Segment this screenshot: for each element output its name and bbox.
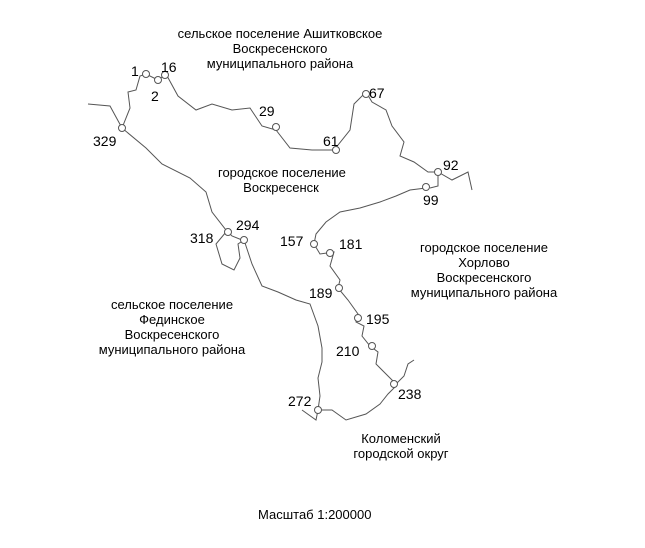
point-marker-29 <box>272 123 280 131</box>
region-label-voskresensk: городское поселение Воскресенск <box>218 165 346 195</box>
point-marker-329 <box>118 124 126 132</box>
region-line: муниципального района <box>410 285 558 300</box>
boundary-272-238 <box>318 385 397 421</box>
point-label: 99 <box>423 192 439 208</box>
region-line: городское поселение <box>420 240 548 255</box>
point-labels: 1 2 16 29 61 67 92 99 157 181 189 195 21… <box>93 59 459 409</box>
boundary-157-238 <box>313 243 415 385</box>
boundary-99-157 <box>313 187 427 245</box>
boundary-fedino-bump <box>215 231 245 271</box>
region-line: муниципального района <box>98 342 246 357</box>
region-line: сельское поселение Ашитковское <box>177 26 383 41</box>
point-marker-99 <box>422 183 430 191</box>
point-marker-272 <box>314 406 322 414</box>
point-marker-157 <box>310 240 318 248</box>
point-label: 238 <box>398 386 422 402</box>
point-marker-16 <box>161 71 169 79</box>
point-label: 329 <box>93 133 117 149</box>
region-line: городское поселение <box>218 165 346 180</box>
point-marker-2 <box>154 76 162 84</box>
point-marker-61 <box>332 146 340 154</box>
point-marker-294 <box>240 236 248 244</box>
point-label: 157 <box>280 233 304 249</box>
boundary-north <box>87 73 473 191</box>
point-marker-67 <box>362 90 370 98</box>
point-label: 2 <box>151 88 159 104</box>
point-label: 92 <box>443 157 459 173</box>
point-marker-1 <box>142 70 150 78</box>
region-label-khorlovo: городское поселение Хорлово Воскресенско… <box>400 240 568 300</box>
region-label-ashitkovo: сельское поселение Ашитковское Воскресен… <box>166 26 394 71</box>
region-line: Воскресенск <box>243 180 319 195</box>
point-label: 181 <box>339 236 363 252</box>
point-label: 210 <box>336 343 360 359</box>
region-line: муниципального района <box>206 56 354 71</box>
point-label: 195 <box>366 311 390 327</box>
point-marker-238 <box>390 380 398 388</box>
point-label: 189 <box>309 285 333 301</box>
region-line: сельское поселение <box>110 297 234 312</box>
point-label: 272 <box>288 393 312 409</box>
point-marker-92 <box>434 168 442 176</box>
point-markers <box>118 70 442 414</box>
region-line: Воскресенского <box>232 41 328 56</box>
region-line: Хорлово <box>458 255 510 270</box>
point-label: 1 <box>131 63 139 79</box>
point-label: 16 <box>161 59 177 75</box>
point-marker-318 <box>224 228 232 236</box>
region-line: Воскресенского <box>124 327 220 342</box>
point-marker-181 <box>326 249 334 257</box>
region-line: городской округ <box>353 446 449 461</box>
boundary-92-tail <box>429 172 439 189</box>
point-label: 318 <box>190 230 214 246</box>
point-label: 29 <box>259 103 275 119</box>
region-label-kolomna: Коломенский городской округ <box>348 431 454 461</box>
point-label: 294 <box>236 217 260 233</box>
region-line: Фединское <box>139 312 205 327</box>
region-line: Воскресенского <box>436 270 532 285</box>
boundary-294-272 <box>243 239 323 421</box>
point-marker-210 <box>368 342 376 350</box>
point-marker-189 <box>335 284 343 292</box>
map-scale: Масштаб 1:200000 <box>258 507 372 522</box>
point-label: 67 <box>369 85 385 101</box>
point-label: 61 <box>323 133 339 149</box>
point-marker-195 <box>354 314 362 322</box>
region-line: Коломенский <box>361 431 441 446</box>
region-label-fedino: сельское поселение Фединское Воскресенск… <box>86 297 258 357</box>
